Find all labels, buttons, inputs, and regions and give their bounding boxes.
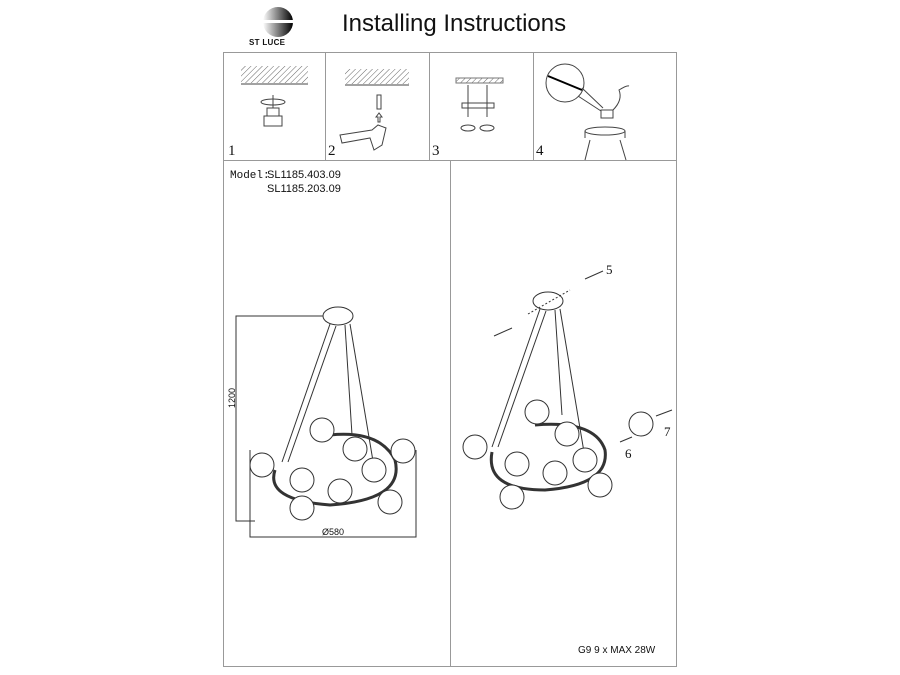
page-title: Installing Instructions bbox=[342, 10, 567, 37]
step4-wiring-illustration bbox=[545, 63, 630, 161]
step1-drill-illustration bbox=[241, 66, 308, 127]
model-code: SL1185.203.09 bbox=[267, 183, 341, 195]
step2-anchor-illustration bbox=[339, 69, 409, 151]
part-label-6: 6 bbox=[625, 446, 632, 461]
brand-logo bbox=[253, 4, 303, 50]
height-dimension: 1200 bbox=[227, 387, 237, 408]
dimension-lines bbox=[235, 315, 417, 538]
part-label-7: 7 bbox=[664, 424, 671, 439]
diameter-dimension: Ø580 bbox=[322, 527, 345, 537]
divider bbox=[429, 52, 430, 160]
brand-name: ST LUCE bbox=[249, 38, 286, 47]
step-number: 2 bbox=[328, 143, 336, 159]
chandelier-drawing-left bbox=[249, 306, 416, 521]
model-label: Model: bbox=[230, 170, 270, 182]
bulb-spec: G9 9 x MAX 28W bbox=[578, 645, 656, 656]
model-code: SL1185.403.09 bbox=[267, 169, 341, 181]
step3-bracket-illustration bbox=[455, 77, 504, 132]
divider bbox=[325, 52, 326, 160]
part-label-5: 5 bbox=[606, 262, 613, 277]
step-number: 1 bbox=[228, 143, 236, 159]
divider bbox=[533, 52, 534, 160]
divider bbox=[450, 160, 451, 667]
chandelier-drawing-right bbox=[462, 270, 673, 510]
step-number: 3 bbox=[432, 143, 440, 159]
step-number: 4 bbox=[536, 143, 544, 159]
